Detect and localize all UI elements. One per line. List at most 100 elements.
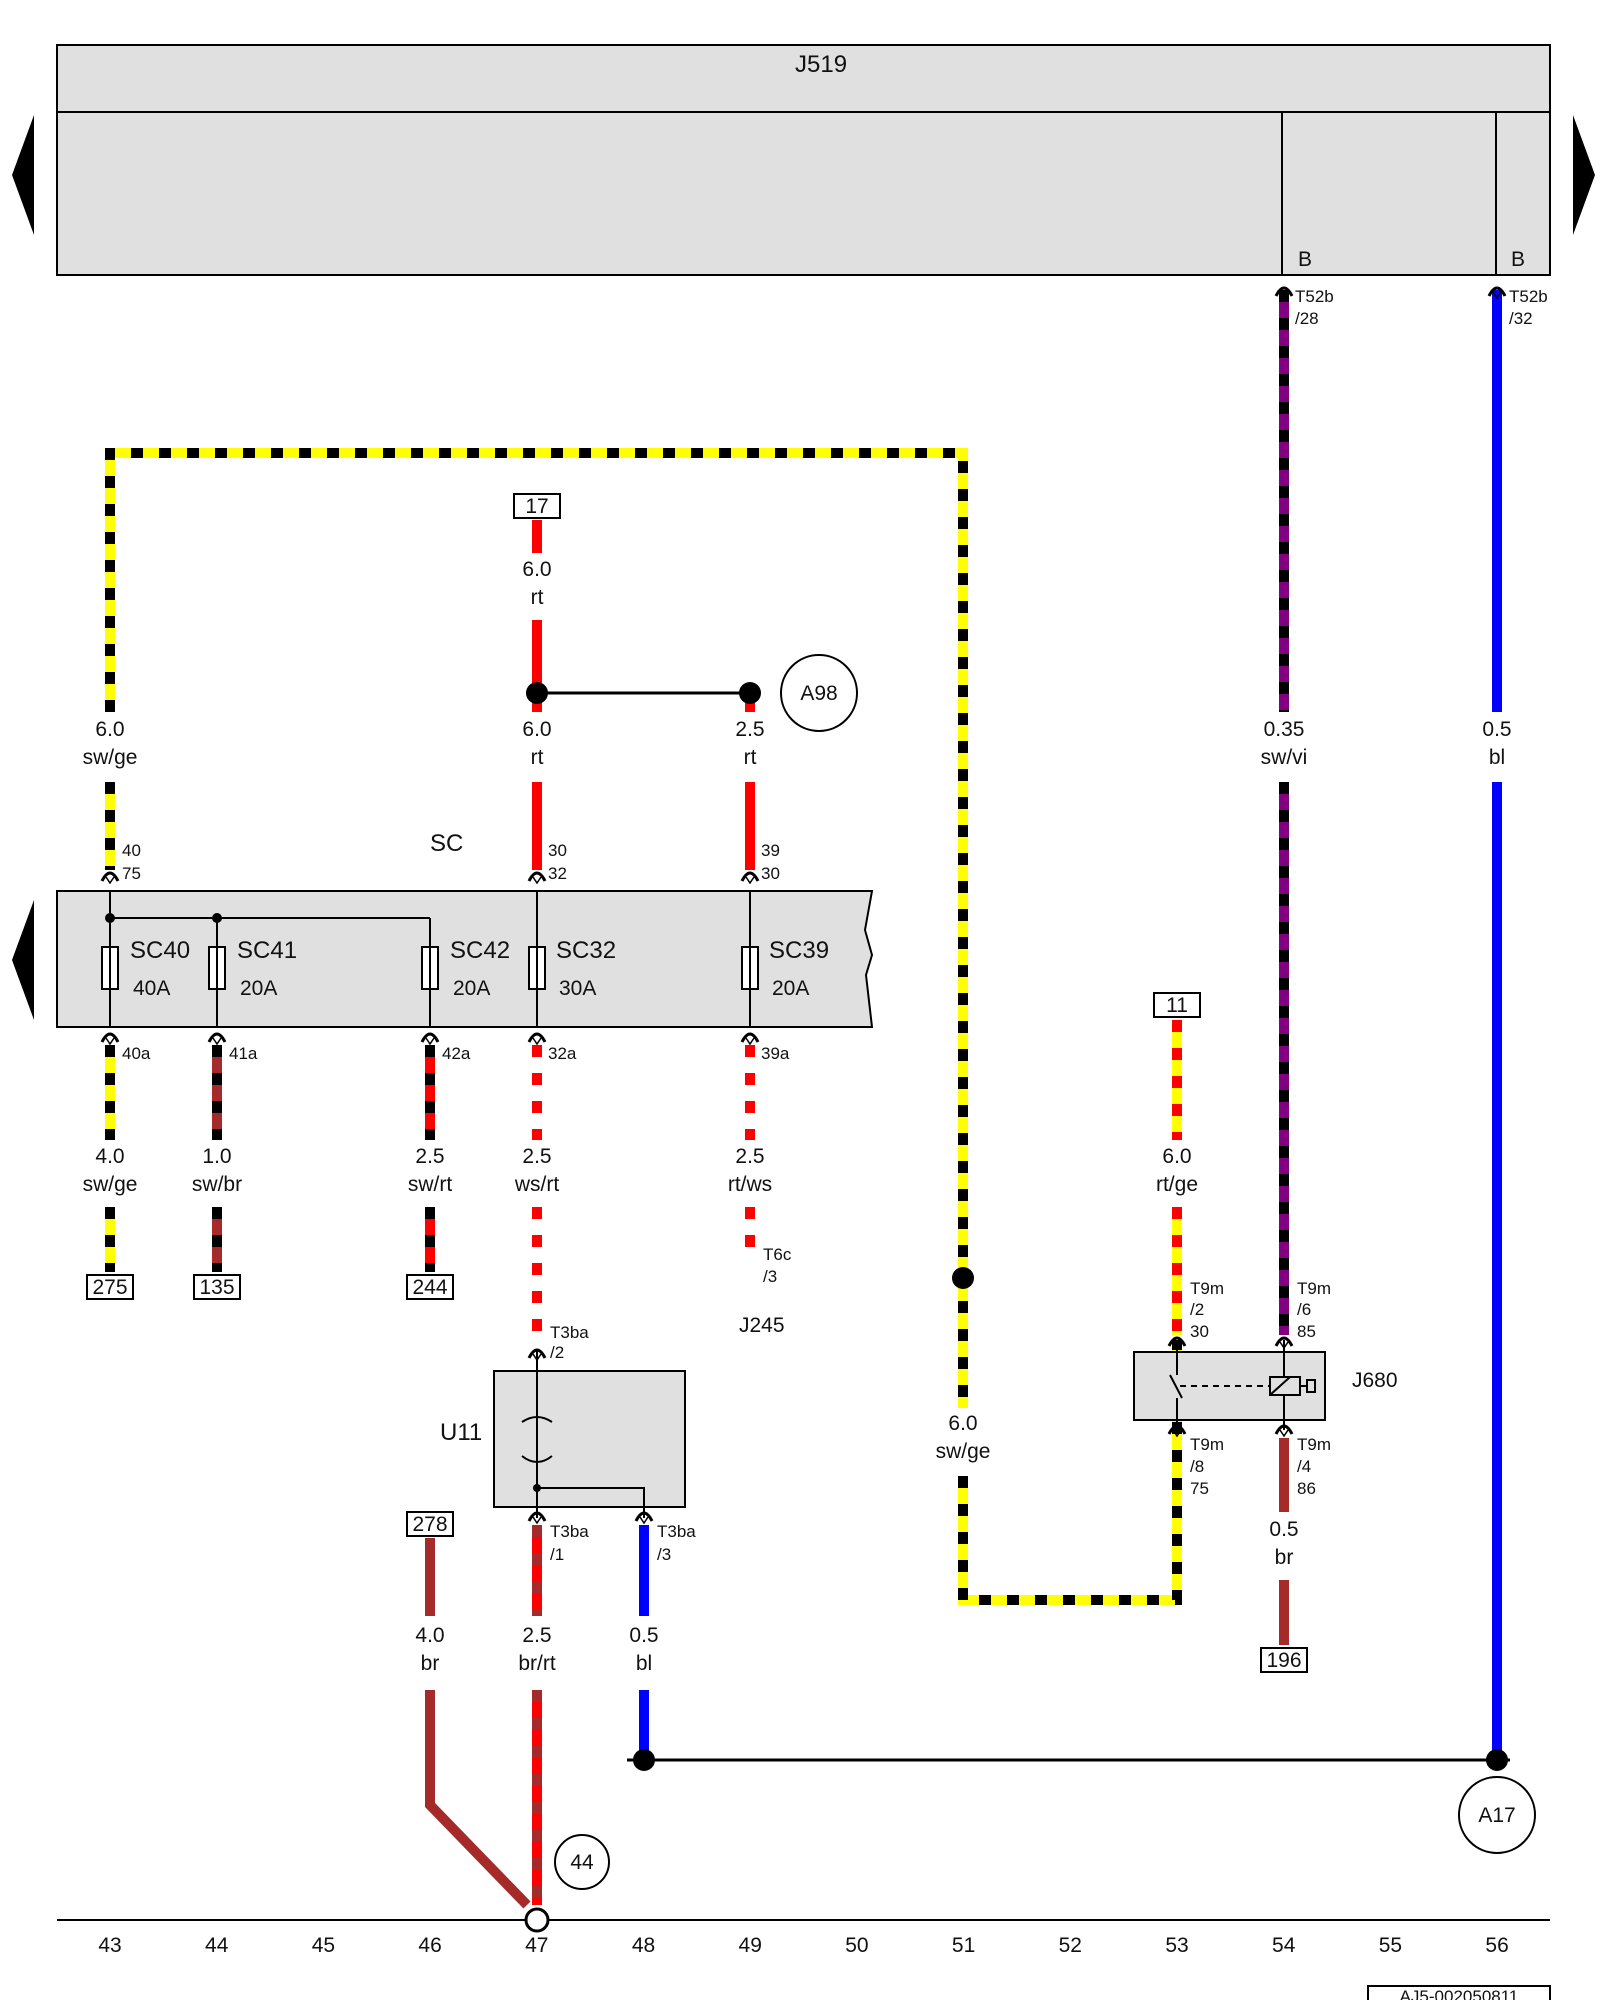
wire-size: 4.0 [415, 1624, 444, 1647]
ground-a98: A98 [800, 682, 837, 705]
overlay-layer [100, 286, 1507, 1525]
wire-labels: 6.0 rt 6.0 sw/ge 6.0 rt 2.5 rt 0.35 sw/v… [83, 558, 1512, 1675]
wire-color: bl [1489, 746, 1505, 769]
track-number: 50 [845, 1934, 868, 1957]
connector-t9m: T9m [1190, 1435, 1224, 1454]
wire-size: 6.0 [948, 1412, 977, 1435]
connector-plug-11-arrow [532, 1516, 542, 1525]
connector-plug-4-arrow [1492, 291, 1502, 300]
connector-plug-13 [1167, 1336, 1187, 1347]
wire-color: sw/ge [936, 1440, 991, 1463]
connector-plug-3-arrow [1279, 291, 1289, 300]
component-j245: T6c /3 J245 [739, 1245, 792, 1337]
fuse-top-pin: 30 [548, 841, 567, 860]
connector-plug-8 [527, 1032, 547, 1043]
wire-color: rt/ge [1156, 1173, 1198, 1196]
connector-plug-5 [100, 1032, 120, 1043]
ref-box-135: 135 [199, 1276, 234, 1299]
wire-size: 1.0 [202, 1145, 231, 1168]
connector-plug-2-arrow [745, 876, 755, 885]
connector-plug-0-arrow [105, 876, 115, 885]
wire-size: 0.5 [1482, 718, 1511, 741]
footer-box [1367, 1985, 1551, 2000]
wire-color: rt [744, 746, 757, 769]
fuse-bottom-pin: 41a [229, 1044, 258, 1063]
component-name: U11 [440, 1419, 482, 1446]
wire-size: 6.0 [522, 718, 551, 741]
ground-a17: A17 [1478, 1804, 1515, 1827]
fuse-rating: 40A [133, 977, 170, 1000]
ground-points: A98 A17 44 [526, 654, 1536, 1890]
module-j519: J519 B B [56, 44, 1551, 276]
wire-size: 0.35 [1264, 718, 1305, 741]
track-number: 52 [1059, 1934, 1082, 1957]
wire-color: bl [636, 1652, 652, 1675]
connector-t3ba: T3ba [657, 1522, 696, 1541]
connector-plug-4 [1487, 286, 1507, 297]
connector-t52b: T52b [1509, 287, 1548, 306]
wire-color: rt [531, 746, 544, 769]
wire-size: 4.0 [95, 1145, 124, 1168]
terminal-number: 86 [1297, 1479, 1316, 1498]
track-number: 47 [525, 1934, 548, 1957]
connector-plug-9 [740, 1032, 760, 1043]
wire-br278 [425, 1690, 531, 1909]
connector-pin: /4 [1297, 1457, 1311, 1476]
fuse-id: SC32 [556, 937, 616, 964]
wire-size: 0.5 [1269, 1518, 1298, 1541]
wire-size: 2.5 [415, 1145, 444, 1168]
connector-plug-0 [100, 871, 120, 882]
connector-plug-7 [420, 1032, 440, 1043]
connector-pin: /2 [550, 1343, 564, 1362]
diagram-code: AJ5-002050811 [1400, 1987, 1519, 2000]
track-number: 46 [418, 1934, 441, 1957]
wire-color: sw/vi [1261, 746, 1308, 769]
connector-plug-7-arrow [425, 1037, 435, 1046]
connector-plug-16-arrow [1279, 1429, 1289, 1438]
track-number: 54 [1272, 1934, 1296, 1957]
track-number: 53 [1165, 1934, 1188, 1957]
splice-point [952, 1267, 974, 1289]
ground-44: 44 [570, 1851, 594, 1874]
wire-swge-75-stripe [958, 1340, 1182, 1605]
fuse-id: SC39 [769, 937, 829, 964]
connector-pin: /8 [1190, 1457, 1204, 1476]
wire-color: sw/rt [408, 1173, 452, 1196]
track-number: 49 [739, 1934, 762, 1957]
fuse-rating: 30A [559, 977, 596, 1000]
track-number: 55 [1379, 1934, 1402, 1957]
fusebox-left-arrow[interactable] [12, 900, 34, 1020]
ref-box-196: 196 [1266, 1649, 1301, 1672]
wire-color: br [1275, 1546, 1294, 1569]
wire-color: br/rt [518, 1652, 556, 1675]
page-right-arrow[interactable] [1573, 115, 1595, 235]
ref-box-17: 17 [525, 495, 548, 518]
wire-size: 2.5 [735, 718, 764, 741]
wire-color: ws/rt [514, 1173, 559, 1196]
reference-boxes: 17 11 275 135 244 278 196 [86, 493, 1308, 1673]
wire-size: 2.5 [735, 1145, 764, 1168]
fuse-top-pin: 32 [548, 864, 567, 883]
wire-size: 2.5 [522, 1145, 551, 1168]
page-left-arrow[interactable] [12, 115, 34, 235]
wire-size: 6.0 [522, 558, 551, 581]
connector-pin: /28 [1295, 309, 1319, 328]
wire-size: 6.0 [95, 718, 124, 741]
connector-plug-8-arrow [532, 1037, 542, 1046]
connector-plug-6 [207, 1032, 227, 1043]
pin-b-right: B [1511, 248, 1525, 271]
fuse-rating: 20A [772, 977, 809, 1000]
connector-pin: /1 [550, 1545, 564, 1564]
connector-plug-3 [1274, 286, 1294, 297]
track-number: 51 [952, 1934, 975, 1957]
terminal-number: 75 [1190, 1479, 1209, 1498]
wire-size: 6.0 [1162, 1145, 1191, 1168]
connector-t6c: T6c [763, 1245, 792, 1264]
connector-plug-15-arrow [1172, 1429, 1182, 1438]
fuse-rating: 20A [240, 977, 277, 1000]
component-u11: U11 T3ba /2 T3ba /1 T3ba /3 [440, 1323, 696, 1564]
connector-t52b: T52b [1295, 287, 1334, 306]
ground-junction [524, 1907, 550, 1933]
module-name: J519 [795, 51, 847, 78]
wire-color: sw/br [192, 1173, 242, 1196]
